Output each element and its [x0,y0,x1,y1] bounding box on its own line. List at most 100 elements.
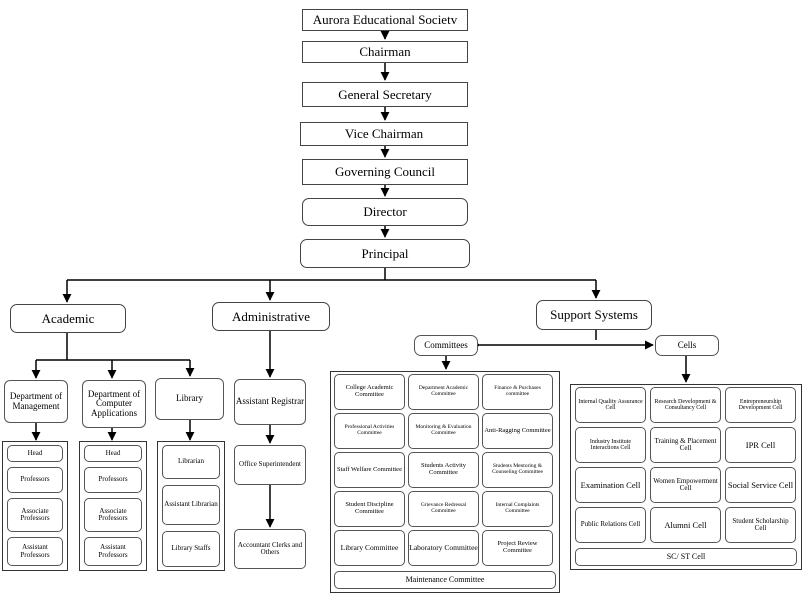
governing-council-label: Governing Council [334,164,435,180]
committee-label: Library Committee [340,543,399,553]
cell-industry-institute-interactions-cell: Industry Institute Interactions Cell [575,427,646,463]
committee-monitoring-evaluation-committee: Monitoring & Evaluation Committee [408,413,479,449]
committee-label: Project Review Committee [497,540,538,554]
support-systems-box: Support Systems [536,300,652,330]
committee-laboratory-committee: Laboratory Committee [408,530,479,566]
director-box: Director [302,198,468,226]
mca-role-associate-label: Associate Professors [98,506,128,522]
dept-computer-applications-box: Department of Computer Applications [82,380,146,428]
dept-management-box: Department of Management [4,380,68,423]
cells-label-box: Cells [655,335,719,356]
mgmt-role-head: Head [7,445,63,462]
cell-label: Entrepreneurship Development Cell [738,398,783,411]
committee-internal-complaints-committee: Internal Complaints Committee [482,491,553,527]
academic-box: Academic [10,304,126,333]
mca-role-associate: Associate Professors [84,498,142,532]
principal-label: Principal [361,245,409,261]
committee-professional-activities-committee: Professional Activities Committee [334,413,405,449]
cells-label: Cells [677,339,697,350]
mca-role-assistant: Assistant Professors [84,537,142,566]
office-superintendent-box: Office Superintendent [234,445,306,485]
committees-label: Committees [424,339,468,350]
committee-label: Monitoring & Evaluation Committee [415,424,472,436]
mgmt-role-head-label: Head [27,448,43,457]
cell-internal-quality-assurance-cell: Internal Quality Assurance Cell [575,387,646,423]
committee-label: Student Discipline Committee [345,501,394,515]
cell-public-relations-cell: Public Relations Cell [575,507,646,543]
committee-library-committee: Library Committee [334,530,405,566]
dept-library-label: Library [176,393,203,404]
cell-label: Public Relations Cell [580,520,641,529]
committee-label: Department Academic Committee [418,385,469,397]
cell-examination-cell: Examination Cell [575,467,646,503]
committee-finance-purchases-committee: Finance & Purchases committee [482,374,553,410]
society-label: Aurora Educational Societv [312,12,458,28]
scst-cell-label: SC/ ST Cell [666,551,706,561]
mca-role-assistant-label: Assistant Professors [98,543,128,559]
academic-label: Academic [41,310,95,326]
committee-student-discipline-committee: Student Discipline Committee [334,491,405,527]
cell-research-development-consultancy-cell: Research Development & Consultancy Cell [650,387,721,423]
vice-chairman-label: Vice Chairman [344,126,424,142]
cell-label: Alumni Cell [664,519,707,530]
committee-label: Professional Activities Committee [344,424,395,436]
cell-label: Research Development & Consultancy Cell [654,398,717,411]
general-secretary-label: General Secretary [338,86,432,102]
committee-label: Staff Welfare Committee [337,465,402,473]
cell-label: Social Service Cell [727,479,794,490]
maintenance-committee-label: Maintenance Committee [405,574,485,584]
accountant-clerks-box: Accountant Clerks and Others [234,529,306,569]
committee-label: College Academic Committee [345,384,394,398]
cell-student-scholarship-cell: Student Scholarship Cell [725,507,796,543]
mgmt-role-assistant-label: Assistant Professors [20,543,50,559]
mgmt-role-professors-label: Professors [20,475,50,484]
mgmt-role-associate: Associate Professors [7,498,63,532]
office-superintendent-label: Office Superintendent [239,460,301,469]
assistant-registrar-label: Assistant Registrar [235,396,305,407]
maintenance-committee-box: Maintenance Committee [334,571,556,589]
cell-label: Internal Quality Assurance Cell [578,398,643,411]
committee-college-academic-committee: College Academic Committee [334,374,405,410]
committee-label: Anti-Ragging Committee [484,426,551,434]
dept-library-box: Library [155,378,224,420]
cell-label: Women Empowerment Cell [653,476,718,492]
chairman-box: Chairman [302,41,468,63]
mca-role-head-label: Head [105,448,121,457]
committee-label: Internal Complaints Committee [495,502,540,514]
library-role-assistant-librarian: Assistant Librarian [162,485,220,525]
administrative-label: Administrative [232,308,310,324]
assistant-registrar-box: Assistant Registrar [234,379,306,425]
cell-ipr-cell: IPR Cell [725,427,796,463]
general-secretary-box: General Secretary [302,82,468,107]
mgmt-role-professors: Professors [7,467,63,493]
library-role-staffs-label: Library Staffs [171,544,211,553]
committee-label: Grievance Redressal Committee [420,502,467,514]
cell-label: Industry Institute Interactions Cell [589,438,632,451]
vice-chairman-box: Vice Chairman [300,122,468,146]
library-role-staffs: Library Staffs [162,531,220,567]
principal-box: Principal [300,239,470,268]
mca-role-professors-label: Professors [98,475,128,484]
committee-students-mentoring-counseling-committee: Students Mentoring & Counseling Committe… [482,452,553,488]
mca-role-professors: Professors [84,467,142,493]
cell-label: Student Scholarship Cell [732,516,789,532]
committee-anti-ragging-committee: Anti-Ragging Committee [482,413,553,449]
committee-label: Students Mentoring & Counseling Committe… [492,463,543,475]
mgmt-role-associate-label: Associate Professors [20,506,50,522]
library-role-librarian-label: Librarian [177,457,205,466]
cell-women-empowerment-cell: Women Empowerment Cell [650,467,721,503]
dept-management-label: Department of Management [9,391,63,411]
dept-computer-applications-label: Department of Computer Applications [87,388,141,418]
society-box: Aurora Educational Societv [302,9,468,31]
support-systems-label: Support Systems [550,307,638,323]
committee-label: Students Activity Committee [421,462,466,476]
cell-entrepreneurship-development-cell: Entrepreneurship Development Cell [725,387,796,423]
library-role-librarian: Librarian [162,445,220,479]
committee-students-activity-committee: Students Activity Committee [408,452,479,488]
cell-label: Training & Placement Cell [654,436,717,452]
committee-grievance-redressal-committee: Grievance Redressal Committee [408,491,479,527]
mgmt-role-assistant: Assistant Professors [7,537,63,566]
committee-label: Laboratory Committee [409,543,478,553]
governing-council-box: Governing Council [302,159,468,185]
